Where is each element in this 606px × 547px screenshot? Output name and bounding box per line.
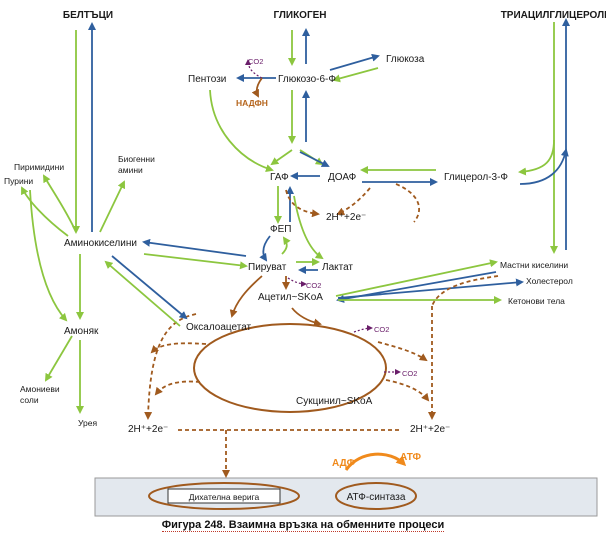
respiratory-chain-ellipse [148, 482, 300, 510]
arrow-pyruvate-oxalo [229, 275, 263, 318]
figure-caption-text: Фигура 248. Взаимна връзка на обменните … [161, 519, 445, 532]
arrow-amino-pyruvate [143, 253, 248, 270]
arrow-glycerol-triacil [519, 148, 569, 185]
label-atp-synthase: АТФ-синтаза [347, 492, 406, 503]
label-doaf: ДОАФ [328, 172, 357, 183]
arrow-amino-oxalo [111, 255, 188, 320]
arrow-lactate-curve [293, 195, 324, 260]
arrow-glucose-g6f [332, 67, 379, 83]
arrow-amino-purini [21, 186, 69, 237]
cycle-co2-1 [353, 325, 373, 333]
arrow-amino-biogenni [99, 180, 126, 233]
label-fatty-acids: Мастни киселини [500, 260, 568, 270]
label-triacylglycerols: ТРИАЦИЛГЛИЦЕРОЛИ [501, 10, 606, 21]
arrow-gaf-doaf [299, 151, 330, 167]
arrow-acetyl-cycle [291, 307, 322, 327]
arrow-amoniak-salts [44, 335, 73, 382]
arrow-oxalo-amino [104, 260, 181, 327]
arrow-fep-pyruvate [259, 235, 271, 262]
label-cholesterol: Холестерол [526, 276, 573, 286]
label-urea: Урея [78, 418, 97, 428]
fatty-dash-top [431, 275, 499, 307]
label-pentoses: Пентози [188, 74, 226, 85]
cycle-dash-r1 [377, 341, 428, 362]
label-glycogen: ГЛИКОГЕН [273, 10, 326, 21]
arrow-split [270, 149, 293, 166]
label-biogenic-2: амини [118, 165, 143, 175]
label-respiratory-chain: Дихателна верига [189, 492, 260, 502]
label-glucose: Глюкоза [386, 54, 425, 65]
label-co2-acetyl: CO2 [306, 281, 321, 290]
cycle-dash-l2 [154, 380, 201, 396]
arrow-triacil-glycerol [518, 139, 555, 176]
arrow-pyruvate-fep [281, 236, 291, 255]
arrow-pyruvate-co2 [287, 277, 307, 287]
atp-synthase-ellipse [335, 482, 417, 510]
label-pyrimidines: Пиримидини [14, 162, 64, 172]
figure-caption: Фигура 248. Взаимна връзка на обменните … [0, 519, 606, 532]
label-oxaloacetate: Оксалоацетат [186, 322, 252, 333]
arrow-amino-pirimidini [43, 174, 77, 233]
krebs-cycle [193, 323, 387, 413]
label-co2-cycle-2: CO2 [402, 369, 417, 378]
label-acetyl-coa: Ацетил~SKoA [258, 292, 323, 303]
adf-atf-arrow [344, 452, 407, 471]
cycle-dash-l1 [150, 342, 207, 354]
label-pyruvate: Пируват [248, 262, 287, 273]
arrow-acetyl-cholesterol [337, 278, 524, 299]
label-lactate: Лактат [322, 262, 353, 273]
label-ammonium-1: Амониеви [20, 384, 60, 394]
pyruvate-h-dash [395, 183, 420, 223]
arrow-gaf-h [285, 189, 320, 218]
arrow-pyruvate-amino [142, 238, 247, 257]
arrow-acetyl-fatty [335, 259, 498, 297]
label-proteins: БЕЛТЪЦИ [63, 10, 113, 21]
cycle-dash-r2 [385, 379, 430, 402]
label-biogenic-1: Биогенни [118, 154, 155, 164]
label-co2-cycle-1: CO2 [374, 325, 389, 334]
label-h2e-left: 2H⁺+2e⁻ [128, 424, 168, 435]
label-h2e-right: 2H⁺+2e⁻ [410, 424, 450, 435]
label-nadph: НАДФН [236, 98, 268, 108]
label-atp: АТФ [400, 452, 421, 463]
label-ammonium-2: соли [20, 395, 39, 405]
label-g6f: Глюкозо-6-Ф [278, 74, 336, 85]
label-h2e-top: 2H⁺+2e⁻ [326, 212, 366, 223]
arrow-g6f-glucose [329, 53, 380, 71]
label-ketone-bodies: Кетонови тела [508, 296, 565, 306]
label-adp: АДФ [332, 458, 356, 469]
arrow-doaf-h [336, 187, 371, 215]
arrow-pentoses-gaf [209, 89, 274, 173]
respiratory-chain-box [167, 488, 281, 504]
label-glycerol-3-p: Глицерол-3-Ф [444, 172, 508, 183]
label-amino-acids: Аминокиселини [64, 238, 137, 249]
label-fep: ФЕП [270, 224, 291, 235]
arrow-amino-left [29, 189, 68, 322]
label-succinyl-coa: Сукцинил~SKoA [296, 396, 373, 407]
label-gaf: ГАФ [270, 172, 289, 183]
label-co2-top: CO2 [248, 57, 263, 66]
arrow-nadph [251, 77, 263, 98]
label-ammonia: Амоняк [64, 326, 99, 337]
label-purines: Пурини [4, 176, 33, 186]
